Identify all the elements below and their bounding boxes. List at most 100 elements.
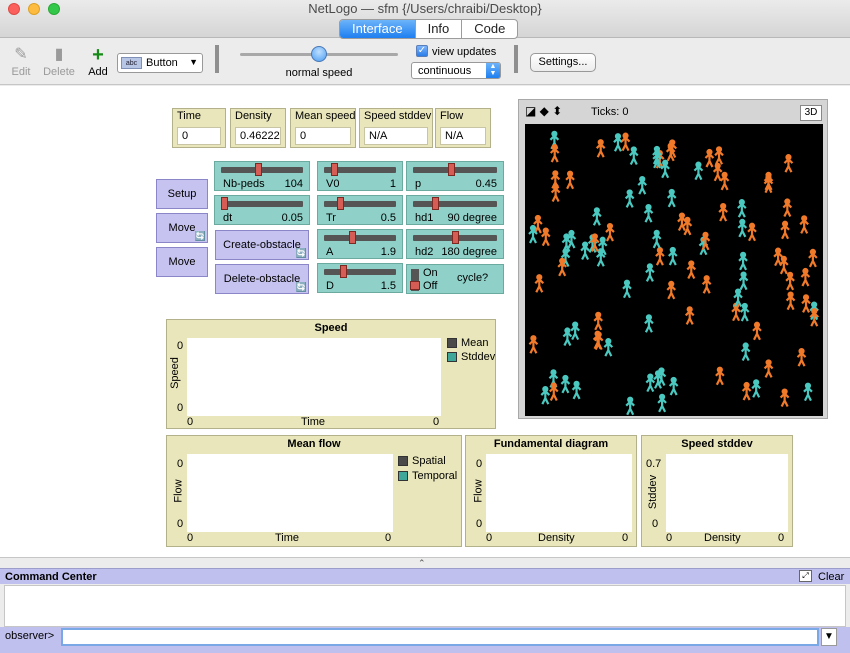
y-axis-label: Stddev: [647, 474, 660, 510]
tab-info[interactable]: Info: [416, 20, 463, 38]
slider-track[interactable]: [324, 201, 396, 207]
pedestrian: [613, 133, 623, 152]
pedestrian: [763, 359, 774, 378]
slider-hd2[interactable]: hd2 180 degree: [406, 229, 504, 259]
slider-thumb[interactable]: [337, 197, 344, 210]
y-axis-label: Flow: [472, 479, 485, 503]
pedestrian: [657, 393, 667, 413]
update-mode-select[interactable]: continuous ▲▼: [411, 62, 501, 79]
switch-cycle[interactable]: On Off cycle?: [406, 264, 504, 294]
setup-button[interactable]: Setup: [156, 179, 208, 209]
slider-track[interactable]: [324, 167, 396, 173]
speed-slider-knob[interactable]: [311, 46, 327, 62]
add-button[interactable]: + Add: [81, 44, 115, 78]
pedestrian: [565, 170, 575, 190]
pedestrian: [595, 139, 606, 158]
speed-label: normal speed: [285, 67, 353, 79]
slider-p[interactable]: p 0.45: [406, 161, 504, 191]
minimize-window-button[interactable]: [28, 3, 40, 15]
slider-thumb[interactable]: [340, 265, 348, 278]
create-obstacle-button[interactable]: Create-obstacle 🔄: [215, 230, 309, 260]
clear-button[interactable]: Clear: [818, 571, 845, 583]
expand-icon[interactable]: ⤢: [799, 570, 812, 582]
slider-thumb[interactable]: [330, 163, 338, 176]
pedestrian: [693, 161, 704, 181]
slider-track[interactable]: [221, 167, 303, 173]
slider-name: V0: [326, 178, 340, 190]
maximize-window-button[interactable]: [48, 3, 60, 15]
plot-fundamental-diagram: Fundamental diagram 0 0 0 0 Density Flow: [465, 435, 637, 547]
y-axis-label: Flow: [172, 479, 185, 503]
move-once-button[interactable]: Move: [156, 247, 208, 277]
pedestrians-layer: [528, 130, 820, 416]
widget-type-select[interactable]: abc Button ▼: [117, 53, 203, 73]
tab-interface[interactable]: Interface: [340, 20, 416, 38]
slider-track[interactable]: [324, 269, 396, 275]
plot-canvas: [666, 454, 788, 532]
slider-value: 1.5: [380, 280, 396, 292]
edit-button[interactable]: ✎ Edit: [4, 44, 38, 78]
pedestrian: [541, 227, 551, 247]
slider-name: hd1: [415, 212, 434, 224]
monitor-density: Density 0.46222: [230, 108, 286, 148]
pedestrian: [593, 311, 604, 331]
slider-hd1[interactable]: hd1 90 degree: [406, 195, 504, 225]
y-min-label: 0: [177, 402, 184, 414]
settings-button[interactable]: Settings...: [530, 53, 596, 72]
slider-thumb[interactable]: [254, 163, 262, 176]
pedestrian: [686, 260, 697, 279]
pedestrian: [779, 388, 790, 408]
delete-obstacle-button[interactable]: Delete-obstacle 🔄: [215, 264, 309, 294]
history-dropdown-icon[interactable]: ▼: [821, 628, 837, 646]
slider-thumb[interactable]: [348, 231, 356, 244]
move-forever-button[interactable]: Move 🔄: [156, 213, 208, 243]
edit-label: Edit: [11, 66, 31, 78]
slider-thumb[interactable]: [432, 197, 440, 210]
pedestrian: [737, 218, 748, 238]
view-control-icons[interactable]: ◪ ◆ ⬍: [525, 104, 563, 118]
slider-thumb[interactable]: [447, 163, 455, 176]
observer-prompt[interactable]: observer>: [5, 630, 55, 642]
pedestrian: [557, 257, 567, 277]
plot-title: Speed stddev: [681, 438, 753, 450]
x-max-label: 0: [385, 532, 392, 544]
legend-mean: Mean: [461, 337, 489, 349]
slider-name: A: [326, 246, 334, 258]
switch-knob[interactable]: [410, 281, 420, 290]
slider-track[interactable]: [324, 235, 396, 241]
3d-view-button[interactable]: 3D: [800, 105, 822, 121]
view-updates-label: view updates: [432, 46, 497, 58]
command-input[interactable]: [61, 628, 819, 646]
y-axis-label: Speed: [168, 357, 181, 389]
slider-v0[interactable]: V0 1: [317, 161, 403, 191]
world-canvas[interactable]: [525, 124, 823, 416]
slider-thumb[interactable]: [451, 231, 459, 244]
switch-track[interactable]: [411, 269, 419, 291]
widget-type-value: Button: [146, 57, 178, 69]
close-window-button[interactable]: [8, 3, 20, 15]
pedestrian: [620, 132, 631, 152]
slider-value: 90 degree: [447, 212, 497, 224]
slider-tr[interactable]: Tr 0.5: [317, 195, 403, 225]
slider-track[interactable]: [413, 201, 497, 207]
world-view: ◪ ◆ ⬍ Ticks: 0 3D: [518, 99, 828, 419]
monitor-value: N/A: [364, 127, 428, 145]
pedestrian: [783, 154, 794, 173]
y-max-label: 0.7: [646, 458, 662, 470]
delete-button[interactable]: ▮ Delete: [42, 44, 76, 78]
slider-track[interactable]: [221, 201, 303, 207]
slider-track[interactable]: [413, 167, 497, 173]
pedestrian: [718, 202, 728, 222]
slider-a[interactable]: A 1.9: [317, 229, 403, 259]
pedestrian: [651, 229, 662, 249]
resize-handle-icon[interactable]: ⌃: [418, 558, 426, 568]
tab-code[interactable]: Code: [474, 21, 506, 36]
view-updates-checkbox[interactable]: ✓: [416, 45, 428, 57]
slider-dt[interactable]: dt 0.05: [214, 195, 310, 225]
slider-thumb[interactable]: [221, 197, 228, 210]
pedestrian: [682, 216, 693, 236]
x-min-label: 0: [187, 416, 194, 428]
slider-nb-peds[interactable]: Nb-peds 104: [214, 161, 310, 191]
pedestrian: [548, 369, 559, 388]
slider-d[interactable]: D 1.5: [317, 263, 403, 293]
